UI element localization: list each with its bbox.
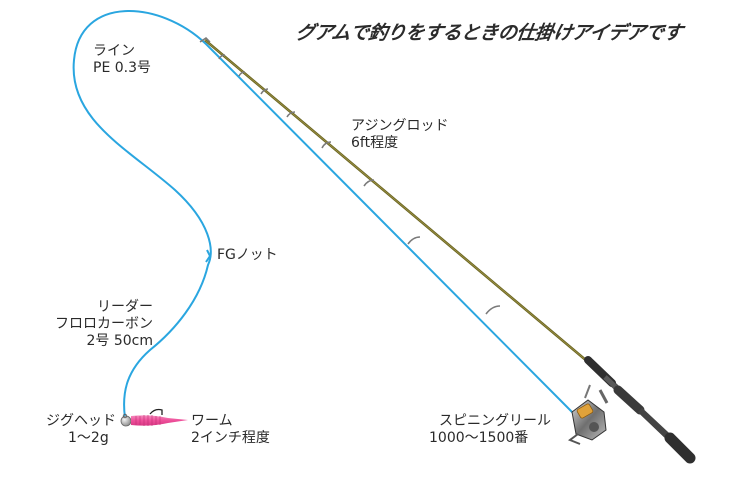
worm-spec: 2インチ程度: [191, 430, 270, 446]
knot-name: FGノット: [217, 247, 278, 263]
fg-knot-mark: [205, 249, 212, 263]
jighead-label: ジグヘッド 1〜2g: [46, 413, 116, 447]
spinning-reel: [567, 384, 609, 445]
worm-label: ワーム 2インチ程度: [191, 413, 270, 447]
jighead-spec: 1〜2g: [68, 430, 109, 446]
leader-label: リーダー フロロカーボン 2号 50cm: [40, 299, 153, 350]
knot-label: FGノット: [217, 247, 278, 264]
main-line: [72, 10, 579, 419]
reel-name: スピニングリール: [439, 413, 551, 429]
rod-spec: 6ft程度: [351, 135, 399, 151]
rod-handle: [584, 356, 696, 464]
tip-guide: [199, 37, 211, 43]
reel-spec: 1000〜1500番: [429, 430, 529, 446]
worm-name: ワーム: [191, 413, 233, 429]
line-name: ライン: [93, 43, 135, 59]
leader-material: フロロカーボン: [55, 316, 153, 332]
rod-name: アジングロッド: [351, 118, 449, 134]
jighead-name: ジグヘッド: [46, 413, 116, 429]
line-spec: PE 0.3号: [93, 60, 152, 76]
page-title: グアムで釣りをするときの仕掛けアイデアです: [294, 22, 684, 44]
rod-guides: [218, 54, 501, 315]
worm: [131, 408, 188, 426]
leader-name: リーダー: [97, 299, 153, 315]
leader-spec: 2号 50cm: [86, 333, 153, 349]
reel-label: スピニングリール 1000〜1500番: [429, 413, 551, 447]
line-label: ライン PE 0.3号: [93, 43, 151, 77]
rod-label: アジングロッド 6ft程度: [351, 118, 448, 152]
